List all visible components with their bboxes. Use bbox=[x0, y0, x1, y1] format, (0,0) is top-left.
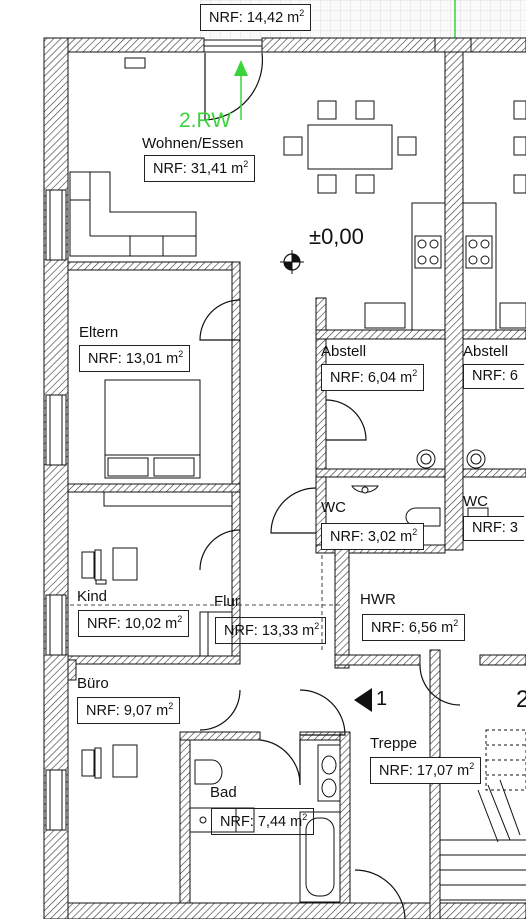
area-terrasse: NRF: 14,42 m2 bbox=[200, 4, 312, 31]
sanitary bbox=[189, 449, 489, 903]
area-hwr: NRF: 6,56 m2 bbox=[362, 614, 466, 641]
area-kind: NRF: 10,02 m2 bbox=[78, 610, 190, 637]
area-buero: NRF: 9,07 m2 bbox=[77, 697, 181, 724]
entrance-arrow-icon bbox=[354, 688, 372, 712]
bed bbox=[103, 379, 233, 507]
room-name-abstell-1: Abstell bbox=[321, 343, 367, 360]
dining-table bbox=[283, 100, 526, 194]
area-treppe: NRF: 17,07 m2 bbox=[370, 757, 482, 784]
room-name-abstell-2: Abstell bbox=[463, 343, 509, 360]
room-name-buero: Büro bbox=[77, 675, 109, 692]
escape-route-label: 2.RW bbox=[179, 109, 232, 132]
room-name-treppe: Treppe bbox=[370, 735, 417, 752]
level-marker-icon bbox=[280, 250, 304, 274]
kitchens bbox=[364, 202, 526, 331]
dashed-lines bbox=[70, 555, 340, 650]
room-name-hwr: HWR bbox=[360, 591, 396, 608]
room-name-eltern: Eltern bbox=[79, 324, 119, 341]
area-wc-2: NRF: 3 bbox=[463, 516, 524, 541]
door-swings bbox=[199, 52, 461, 919]
escape-route-arrow-icon bbox=[234, 60, 248, 120]
room-name-wohnen: Wohnen/Essen bbox=[142, 135, 244, 152]
room-name-wc-2: WC bbox=[463, 493, 488, 510]
area-abstell-1: NRF: 6,04 m2 bbox=[321, 364, 425, 391]
entrance-marker-label: 1 bbox=[376, 688, 388, 710]
area-eltern: NRF: 13,01 m2 bbox=[79, 345, 191, 372]
room-name-bad: Bad bbox=[210, 784, 237, 801]
room-name-wc-1: WC bbox=[321, 499, 346, 516]
stair-marker-label: 2 bbox=[516, 686, 526, 713]
area-bad: NRF: 7,44 m2 bbox=[211, 808, 315, 835]
sofa bbox=[69, 57, 197, 257]
room-name-kind: Kind bbox=[77, 588, 108, 605]
area-abstell-2: NRF: 6 bbox=[463, 364, 524, 389]
area-flur: NRF: 13,33 m2 bbox=[215, 617, 327, 644]
level-label: ±0,00 bbox=[309, 224, 364, 249]
area-wohnen: NRF: 31,41 m2 bbox=[144, 155, 256, 182]
area-wc-1: NRF: 3,02 m2 bbox=[321, 523, 425, 550]
room-name-flur: Flur bbox=[214, 593, 240, 610]
windows bbox=[45, 39, 263, 831]
staircase bbox=[440, 729, 526, 901]
